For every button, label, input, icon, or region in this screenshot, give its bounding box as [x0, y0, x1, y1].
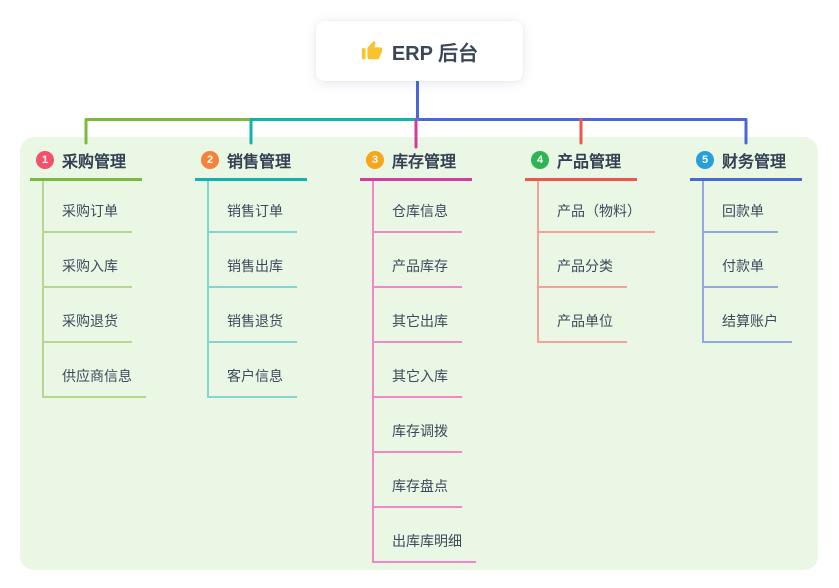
root-node[interactable]: ERP 后台 [316, 21, 523, 81]
branch-item[interactable]: 销售退货 [209, 288, 307, 343]
branch-children: 回款单付款单结算账户 [702, 181, 802, 343]
branch-5: 5 财务管理回款单付款单结算账户 [690, 146, 802, 343]
branch-title: 销售管理 [227, 154, 292, 171]
branch-item-label: 仓库信息 [374, 201, 462, 233]
branch-children: 仓库信息产品库存其它出库其它入库库存调拨库存盘点出库库明细 [372, 181, 476, 563]
branch-item[interactable]: 产品分类 [539, 233, 637, 288]
branch-item-label: 结算账户 [704, 311, 792, 343]
branch-item[interactable]: 产品库存 [374, 233, 472, 288]
branch-item-label: 库存盘点 [374, 476, 462, 508]
branch-number-badge: 2 [201, 151, 219, 169]
branches-panel [20, 137, 818, 570]
branch-header[interactable]: 5 财务管理 [690, 146, 802, 181]
branch-number-badge: 3 [366, 151, 384, 169]
branch-item-label: 付款单 [704, 256, 778, 288]
branch-number-badge: 4 [531, 151, 549, 169]
branch-item[interactable]: 客户信息 [209, 343, 307, 398]
root-label: ERP 后台 [391, 42, 479, 65]
branch-item[interactable]: 销售出库 [209, 233, 307, 288]
branch-item[interactable]: 库存盘点 [374, 453, 472, 508]
branch-item[interactable]: 结算账户 [704, 288, 802, 343]
branch-item-label: 其它入库 [374, 366, 462, 398]
branch-item-label: 产品分类 [539, 256, 627, 288]
branch-2: 2 销售管理销售订单销售出库销售退货客户信息 [195, 146, 307, 398]
branch-number-badge: 5 [696, 151, 714, 169]
branch-3: 3 库存管理仓库信息产品库存其它出库其它入库库存调拨库存盘点出库库明细 [360, 146, 476, 563]
branch-title: 产品管理 [557, 154, 622, 171]
branch-item[interactable]: 其它出库 [374, 288, 472, 343]
branch-item[interactable]: 采购入库 [44, 233, 142, 288]
branch-item-label: 出库库明细 [374, 531, 476, 563]
branch-children: 产品（物料） 产品分类产品单位 [537, 181, 655, 343]
branch-header[interactable]: 3 库存管理 [360, 146, 472, 181]
branch-item-label: 销售出库 [209, 256, 297, 288]
branch-item-label: 销售订单 [209, 201, 297, 233]
branch-item-label: 库存调拨 [374, 421, 462, 453]
branch-4: 4 产品管理产品（物料） 产品分类产品单位 [525, 146, 655, 343]
branch-number-badge: 1 [36, 151, 54, 169]
branch-item[interactable]: 出库库明细 [374, 508, 476, 563]
branch-item[interactable]: 产品单位 [539, 288, 637, 343]
branch-item[interactable]: 仓库信息 [374, 181, 472, 233]
branch-item[interactable]: 回款单 [704, 181, 802, 233]
branch-item-label: 产品库存 [374, 256, 462, 288]
branch-item[interactable]: 采购订单 [44, 181, 142, 233]
branch-item[interactable]: 付款单 [704, 233, 802, 288]
branch-item-label: 采购订单 [44, 201, 132, 233]
branch-item-label: 其它出库 [374, 311, 462, 343]
branch-item[interactable]: 产品（物料） [539, 181, 655, 233]
branch-item[interactable]: 销售订单 [209, 181, 307, 233]
branch-title: 财务管理 [722, 154, 787, 171]
branch-item[interactable]: 其它入库 [374, 343, 472, 398]
branch-1: 1 采购管理采购订单采购入库采购退货供应商信息 [30, 146, 146, 398]
branch-item-label: 供应商信息 [44, 366, 146, 398]
thumbs-up-icon [361, 40, 383, 62]
branch-item[interactable]: 库存调拨 [374, 398, 472, 453]
branch-item-label: 采购退货 [44, 311, 132, 343]
branch-item-label: 产品单位 [539, 311, 627, 343]
branch-item-label: 回款单 [704, 201, 778, 233]
branch-item-label: 产品（物料） [539, 201, 655, 233]
branch-header[interactable]: 1 采购管理 [30, 146, 142, 181]
branch-title: 库存管理 [392, 154, 457, 171]
branch-item[interactable]: 供应商信息 [44, 343, 146, 398]
branch-item-label: 客户信息 [209, 366, 297, 398]
branch-header[interactable]: 2 销售管理 [195, 146, 307, 181]
branch-children: 采购订单采购入库采购退货供应商信息 [42, 181, 146, 398]
branch-item[interactable]: 采购退货 [44, 288, 142, 343]
branch-title: 采购管理 [62, 154, 127, 171]
branch-item-label: 销售退货 [209, 311, 297, 343]
branch-header[interactable]: 4 产品管理 [525, 146, 637, 181]
branch-children: 销售订单销售出库销售退货客户信息 [207, 181, 307, 398]
branch-item-label: 采购入库 [44, 256, 132, 288]
